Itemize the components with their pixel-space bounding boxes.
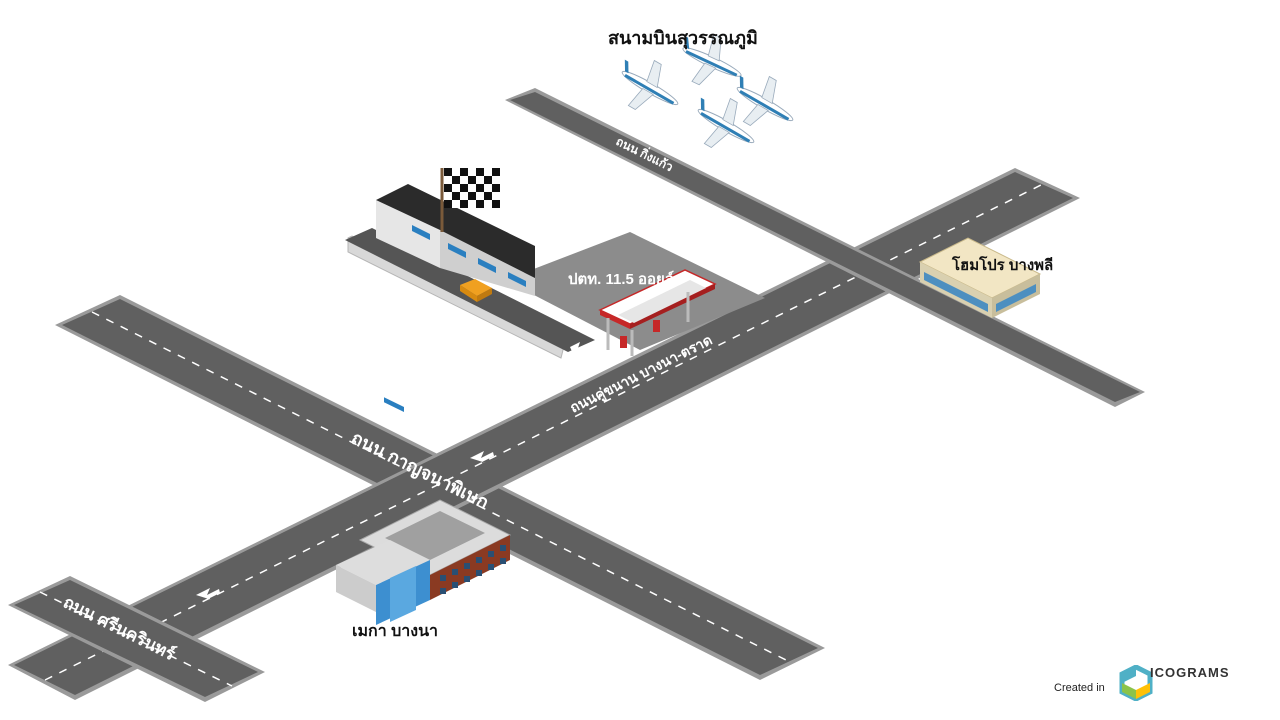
road-king-kaeo: [505, 88, 1145, 407]
airplane-icon: [621, 59, 679, 111]
place-label-airport: สนามบินสุวรรณภูมิ: [608, 28, 758, 50]
direction-arrow-icon: [470, 451, 494, 463]
airplane-icon: [697, 97, 755, 149]
road-srinakarin: [8, 576, 265, 702]
homepro-building: [918, 237, 1042, 318]
airplanes-group: [621, 33, 794, 149]
icograms-logo-icon: [1119, 665, 1153, 701]
gas-station-lot: [505, 232, 765, 350]
place-label-mega: เมกา บางนา: [352, 623, 438, 640]
mega-bangna-building: [336, 499, 512, 625]
gas-station-icon: [598, 269, 717, 356]
place-label-homepro: โฮมโปร บางพลี: [951, 255, 1053, 274]
lane-arrow-icon: [570, 342, 585, 356]
created-in-label: Created in: [1054, 682, 1105, 694]
direction-arrow-icon: [196, 588, 220, 600]
icograms-brand[interactable]: ICOGRAMS: [1150, 665, 1230, 680]
factory-building: [345, 168, 595, 413]
road-bangna-trat: [8, 168, 1080, 700]
airplane-icon: [736, 75, 794, 127]
truck-icon: [460, 279, 492, 302]
place-label-gas-station: ปตท. 11.5 ออยล์: [568, 270, 674, 288]
airplane-icon: [682, 33, 742, 86]
checkered-flag-icon: [444, 168, 502, 208]
